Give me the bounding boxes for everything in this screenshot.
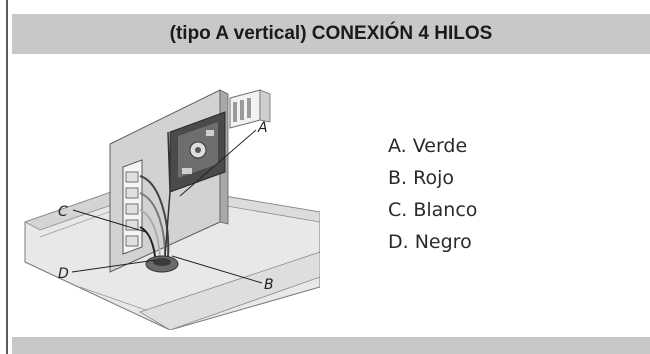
legend-item-c: C. Blanco <box>388 199 478 221</box>
legend-item-b: B. Rojo <box>388 167 454 189</box>
legend-item-d: D. Negro <box>388 231 472 253</box>
callout-c: C <box>58 204 68 220</box>
left-margin-rule <box>6 0 8 354</box>
wire-color-legend: A. Verde B. Rojo C. Blanco D. Negro <box>388 130 477 258</box>
wiring-illustration: A C D B <box>24 89 320 330</box>
callout-a: A <box>257 120 268 136</box>
legend-item-a: A. Verde <box>388 135 468 157</box>
callout-d: D <box>58 266 69 282</box>
callout-b: B <box>264 277 274 293</box>
footer-bar <box>12 337 650 354</box>
section-header: (tipo A vertical) CONEXIÓN 4 HILOS <box>12 14 650 54</box>
section-title: (tipo A vertical) CONEXIÓN 4 HILOS <box>169 23 493 44</box>
